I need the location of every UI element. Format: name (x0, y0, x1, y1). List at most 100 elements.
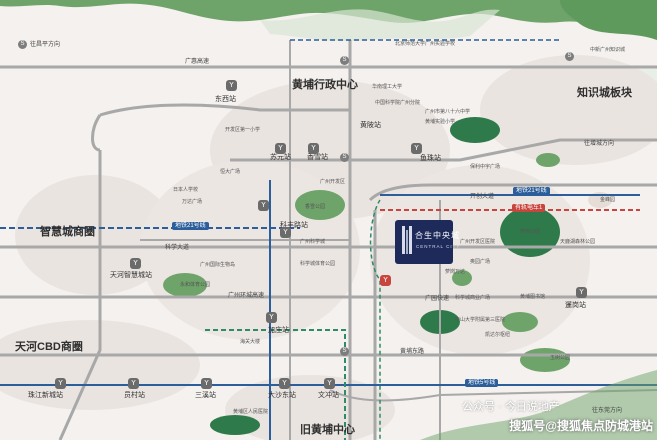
road-kaichuang (368, 183, 657, 202)
station-zhujiang: 珠江新城站 (28, 392, 63, 399)
poi-label: 科学城体育公园 (300, 261, 336, 267)
metro-station-icon: Y (576, 287, 587, 298)
road-label-kaichuang: 开创大道 (470, 194, 495, 200)
station-sanxi: 三溪站 (195, 392, 216, 399)
poi-label: 科学城商业广场 (455, 295, 491, 301)
station-kemei: 科丰路站 (280, 222, 308, 229)
station-tianhe-smart: 天河智慧城站 (110, 272, 152, 279)
knowledge-city-zone (480, 55, 657, 165)
direction-zengcheng: 往增城方向 (584, 141, 615, 147)
metro-label-21-east: 地铁21号线 (513, 187, 550, 195)
metro-label-tram: 有轨电车1 (512, 204, 546, 212)
metro-label-5: 地铁5号线 (465, 379, 499, 387)
poi-label: 广州市第八十六中学 (425, 109, 471, 115)
poi-label: 黄埔图书馆 (520, 294, 546, 300)
watermark-sohu: 搜狐号@搜狐焦点防城港站 (509, 419, 653, 433)
poi-label: 广州开发区医院 (460, 239, 496, 245)
park-8 (452, 270, 472, 286)
metro-station-icon: Y (128, 378, 139, 389)
district-old-huangpu: 旧黄埔中心 (300, 424, 355, 436)
poi-label: 永和体育公园 (180, 282, 211, 288)
poi-label: 黄埔实验小学 (425, 119, 456, 125)
poi-label: 保利中宇广场 (470, 164, 501, 170)
metro-station-icon: Y (201, 378, 212, 389)
project-name: 合生中央城 (415, 231, 460, 240)
metro-line-loop-dashed (369, 199, 381, 440)
road-label-huangpu-east: 黄埔东路 (400, 349, 425, 355)
road-left-arc (91, 114, 102, 152)
station-yuancun: 员村站 (124, 392, 145, 399)
poi-label: 玉树公园 (550, 355, 571, 361)
top-forest-highlight (260, 9, 500, 42)
park-7 (536, 153, 560, 167)
station-xinhua: 鱼珠站 (420, 155, 441, 162)
park-1 (295, 190, 345, 220)
park-2 (500, 207, 560, 257)
district-smart-city: 智慧城商圈 (40, 226, 95, 238)
poi-label: 海关大楼 (240, 339, 261, 345)
river-pearl (420, 370, 657, 440)
metro-station-icon: Y (258, 200, 269, 211)
road-bottom-diagonal (329, 389, 657, 402)
station-junction: 加庄站 (268, 327, 289, 334)
tianhe-cbd-zone (0, 320, 200, 410)
road-top-ring (99, 103, 350, 117)
poi-label: 中国科学院广州分院 (375, 100, 421, 106)
station-dasha-east: 大沙东站 (268, 392, 296, 399)
metro-station-icon: Y (308, 143, 319, 154)
station-wenchong: 文冲站 (318, 392, 339, 399)
road-label-guangyuan: 广园快速 (425, 296, 450, 302)
metro-station-icon: Y (280, 227, 291, 238)
project-name-en: CENTRAL CITY (416, 244, 461, 249)
station-dongzhou: 东西站 (215, 96, 236, 103)
project-marker[interactable]: 合生中央城 CENTRAL CITY (395, 220, 459, 264)
metro-station-icon: Y (275, 143, 286, 154)
poi-label: 香雪公园 (305, 204, 326, 210)
poi-label: 广州科学城 (300, 239, 326, 245)
poi-label: 北京师范大学广州实验学校 (395, 41, 456, 47)
top-right-forest (560, 0, 657, 40)
district-tianhe-cbd: 天河CBD商圈 (15, 341, 83, 353)
station-xiangxue: 香雪站 (307, 154, 328, 161)
poi-label: 黄埔区人民医院 (233, 409, 269, 415)
poi-label: 日本人学校 (173, 187, 199, 193)
station-kangzhou: 苏元站 (270, 154, 291, 161)
road-label-kexue: 科学大道 (165, 245, 190, 251)
metro-station-icon: Y (226, 80, 237, 91)
poi-label: 中新广州知识城 (590, 47, 626, 53)
road-left-ring (58, 150, 102, 440)
expressway-icon: S (340, 153, 349, 162)
poi-label: 金峰园 (600, 197, 616, 203)
poi-label: 凯达尔枢纽 (485, 332, 511, 338)
top-forest-area (0, 0, 657, 32)
metro-station-icon: Y (380, 275, 391, 286)
park-9 (210, 415, 260, 435)
metro-station-icon: Y (130, 258, 141, 269)
poi-label: 萝岗万达 (445, 269, 466, 275)
poi-label: 萝岗公园 (520, 229, 541, 235)
metro-station-icon: Y (324, 378, 335, 389)
direction-changping: 往昌平方向 (30, 42, 61, 48)
poi-label: 华南理工大学 (372, 84, 403, 90)
direction-dongguan: 往东莞方向 (592, 408, 623, 414)
park-5 (163, 273, 207, 297)
metro-station-icon: Y (411, 143, 422, 154)
old-huangpu-zone (225, 375, 395, 440)
poi-label: 恒大广场 (220, 169, 241, 175)
road-label-ring: 广州环城高速 (228, 293, 265, 299)
expressway-icon: S (340, 56, 349, 65)
poi-label: 广州国际生物岛 (200, 262, 236, 268)
expressway-icon: S (18, 40, 27, 49)
metro-station-icon: Y (266, 312, 277, 323)
park-4 (502, 312, 538, 332)
project-logo-icon (402, 226, 412, 254)
district-knowledge-city: 知识城板块 (577, 87, 632, 99)
poi-label: 中山大学附属第三医院 (455, 317, 506, 323)
road-label-guangshen: 广惠高速 (185, 59, 210, 65)
watermark-account: 公众号 · 今日说地产 (462, 401, 560, 413)
poi-label: 天鹿湖森林公园 (560, 239, 596, 245)
district-huangpu-admin: 黄埔行政中心 (292, 79, 358, 91)
poi-label: 广州开发区 (320, 179, 346, 185)
